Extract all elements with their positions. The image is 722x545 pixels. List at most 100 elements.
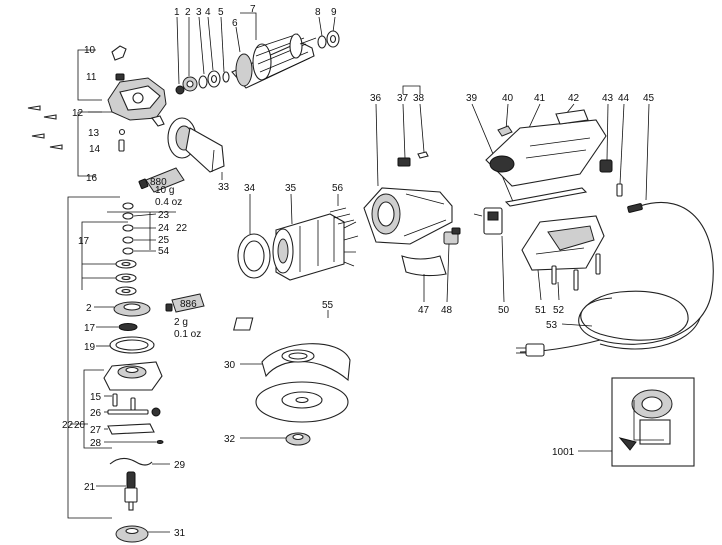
armature-group: [175, 12, 340, 95]
label-23: 23: [158, 210, 170, 221]
label-2: 2: [185, 7, 191, 18]
label-14: 14: [89, 144, 101, 155]
label-42: 42: [568, 93, 580, 104]
handle-cover-51-icon: [521, 215, 605, 271]
label-45: 45: [643, 93, 655, 104]
baffle-ring-icon: [237, 233, 271, 279]
label-43: 43: [602, 93, 614, 104]
label-47: 47: [418, 305, 430, 316]
label-30: 30: [224, 360, 236, 371]
gasket-icon: [109, 336, 155, 354]
label-40: 40: [502, 93, 514, 104]
label-27: 27: [90, 425, 102, 436]
label-20: 20: [74, 420, 86, 431]
grease-weight: 10 g: [155, 185, 174, 196]
spring-icon: [115, 73, 125, 81]
cable-plug-end-icon: [627, 203, 643, 213]
grease-ounces: 0.4 oz: [155, 197, 182, 208]
grease-tube-small-icon: [171, 293, 205, 313]
switch-48-icon: [443, 227, 461, 245]
label-34: 34: [244, 183, 256, 194]
lock-button-icon: [111, 45, 127, 61]
label-4: 4: [205, 7, 211, 18]
spindle-group: 886 2 g 0.1 oz: [67, 196, 205, 543]
part-number-labels: 1 2 3 4 5 6 7 8 9 10 11 12 13 14 16 33 3…: [62, 4, 655, 539]
grease-tube-small-label: 886: [180, 299, 197, 310]
motor-housing-icon: [363, 187, 453, 245]
lever-27-icon: [107, 423, 155, 435]
label-50: 50: [498, 305, 510, 316]
label-25: 25: [158, 235, 170, 246]
label-5: 5: [218, 7, 224, 18]
label-54: 54: [158, 246, 170, 257]
clamping-flange-icon: [285, 432, 311, 446]
screw-15-icon: [112, 393, 118, 407]
label-7: 7: [250, 4, 256, 15]
power-cable-group: [516, 103, 714, 357]
label-53: 53: [546, 320, 558, 331]
inset-1001: [578, 377, 695, 467]
switch-slide-icon: [397, 157, 411, 167]
ring-3-icon: [198, 75, 208, 89]
label-29: 29: [174, 460, 186, 471]
label-36: 36: [370, 93, 382, 104]
label-6: 6: [232, 18, 238, 29]
label-32: 32: [224, 434, 236, 445]
rear-cover-group: [471, 103, 625, 301]
label-44: 44: [618, 93, 630, 104]
label-37: 37: [397, 93, 409, 104]
label-15: 15: [90, 392, 102, 403]
label-11: 11: [86, 72, 97, 83]
spring-29-icon: [109, 457, 153, 466]
ring-28-icon: [156, 440, 164, 444]
screws-52-icon: [551, 253, 601, 291]
label-21: 21: [84, 482, 96, 493]
label-10: 10: [84, 45, 96, 56]
label-48: 48: [441, 305, 453, 316]
wheel-guard-icon: [261, 343, 351, 382]
wires-56-icon: [329, 207, 355, 225]
side-handle-icon: [167, 117, 225, 173]
switch-50-icon: [473, 207, 503, 235]
label-1001: 1001: [552, 447, 575, 458]
label-12: 12: [72, 108, 84, 119]
label-28: 28: [90, 438, 102, 449]
grease-tube-label: 880: [150, 177, 167, 188]
bevel-gear-icon: [113, 301, 151, 317]
button-40-icon: [497, 125, 513, 137]
spindle-21-icon: [124, 471, 138, 511]
nut-1-icon: [175, 85, 185, 95]
switch-group: [397, 85, 505, 303]
spring-clip-icon: [417, 151, 429, 159]
label-31: 31: [174, 528, 186, 539]
switch-bar-icon: [504, 187, 588, 207]
label-22a: 22: [176, 223, 188, 234]
label-39: 39: [466, 93, 478, 104]
label-16: 16: [86, 173, 98, 184]
cable-clamp-43-icon: [599, 159, 613, 173]
gear-head-group: [27, 45, 167, 177]
label-9: 9: [331, 7, 337, 18]
label-26: 26: [90, 408, 102, 419]
label-2b: 2: [86, 303, 92, 314]
label-42-icon: [555, 109, 589, 125]
label-55-icon: [233, 317, 254, 331]
label-35: 35: [285, 183, 297, 194]
clamping-nut-31-icon: [115, 525, 149, 543]
mains-plug-icon: [516, 343, 545, 357]
label-24: 24: [158, 223, 170, 234]
label-33: 33: [218, 182, 230, 193]
ring-icon: [122, 202, 134, 210]
grinding-disc-icon: [255, 381, 349, 423]
washer-5-icon: [222, 71, 230, 83]
label-17a: 17: [78, 236, 90, 247]
bearing-flange-icon: [103, 361, 163, 391]
pin-14-icon: [118, 139, 125, 152]
motor-housing-group: [237, 103, 453, 281]
washer-13-icon: [118, 128, 126, 136]
label-41: 41: [534, 93, 546, 104]
label-8: 8: [315, 7, 321, 18]
label-51: 51: [535, 305, 547, 316]
screw-icon: [27, 105, 41, 111]
